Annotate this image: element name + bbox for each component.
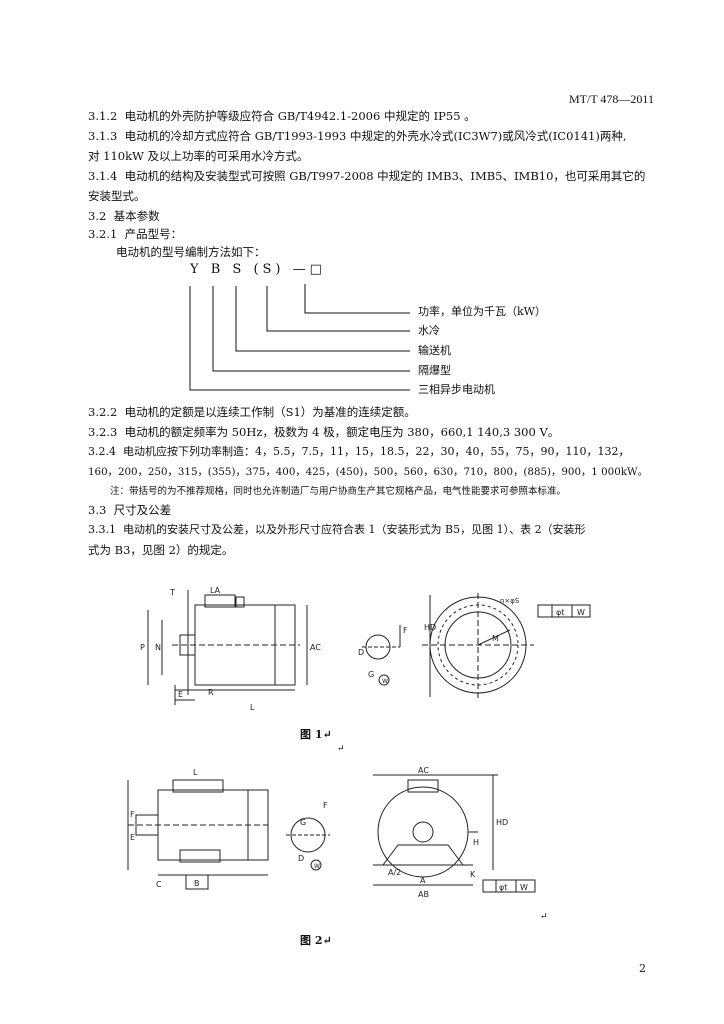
- clause-text: 基本参数: [113, 209, 160, 223]
- clause-text: 电动机的外壳防护等级应符合 GB/T4942.1-2006 中规定的 IP55 …: [124, 109, 476, 123]
- clause-number: 3.2.3: [88, 425, 118, 439]
- dim-D: D: [298, 854, 304, 863]
- clause-text: 尺寸及公差: [113, 503, 172, 517]
- label-conveyor: 输送机: [418, 344, 451, 357]
- figure-1-return-mark: ↵: [337, 744, 345, 754]
- dim-AC: AC: [310, 643, 321, 652]
- dim-E: E: [130, 833, 135, 842]
- figure-1-caption: 图 1↵: [300, 728, 332, 741]
- para-3-3-1-cont: 式为 B3，见图 2）的规定。: [88, 543, 234, 557]
- clause-number: 3.1.4: [88, 169, 118, 183]
- label-async-motor: 三相异步电动机: [418, 383, 495, 396]
- para-3-1-4: 3.1.4 电动机的结构及安装型式可按照 GB/T997-2008 中规定的 I…: [88, 166, 645, 186]
- dim-G: G: [300, 818, 306, 827]
- dim-F: F: [403, 626, 408, 635]
- label-power: 功率，单位为千瓦（kW）: [418, 305, 546, 318]
- document-number: MT/T 478—2011: [568, 92, 654, 106]
- section-3-2: 3.2 基本参数: [88, 206, 160, 226]
- dim-G: G: [368, 670, 374, 679]
- clause-text: 电动机的结构及安装型式可按照 GB/T997-2008 中规定的 IMB3、IM…: [124, 169, 646, 183]
- dim-A: A: [420, 876, 426, 885]
- clause-text: 电动机的冷却方式应符合 GB/T1993-1993 中规定的外壳水冷式(IC3W…: [124, 129, 627, 143]
- dim-C: C: [156, 880, 162, 889]
- para-3-1-2: 3.1.2 电动机的外壳防护等级应符合 GB/T4942.1-2006 中规定的…: [88, 106, 476, 126]
- dim-HD: HD: [496, 818, 508, 827]
- model-code-leader-lines: [189, 284, 410, 391]
- dim-A-half: A/2: [388, 868, 401, 877]
- para-3-2-4: 3.2.4 电动机应按下列功率制造：4，5.5，7.5，11，15，18.5，2…: [88, 442, 629, 462]
- dim-T: T: [169, 588, 175, 597]
- para-3-1-3-cont: 对 110kW 及以上功率的可采用水冷方式。: [88, 149, 309, 163]
- para-3-2-4-cont: 160，200，250，315，(355)，375，400，425，(450)，…: [88, 466, 648, 478]
- dim-M: M: [492, 634, 499, 643]
- dim-P: P: [140, 643, 145, 652]
- dim-L: L: [250, 703, 255, 712]
- clause-text: 电动机的定额是以连续工作制（S1）为基准的连续定额。: [124, 405, 416, 419]
- figure-1-drawing: T LA P N AC E R L D F G W HD M n×φS φt W: [140, 586, 591, 712]
- motor-frame-front: [377, 786, 469, 878]
- para-3-3-1: 3.3.1 电动机的安装尺寸及公差，以及外形尺寸应符合表 1（安装形式为 B5，…: [88, 520, 586, 540]
- dim-R: R: [208, 688, 214, 697]
- clause-number: 3.3: [88, 503, 107, 517]
- dim-F: F: [130, 810, 135, 819]
- clause-number: 3.2.1: [88, 227, 118, 241]
- clause-number: 3.2: [88, 209, 107, 223]
- dim-LA: LA: [210, 586, 221, 595]
- clause-number: 3.1.2: [88, 109, 118, 123]
- label-flameproof: 隔爆型: [418, 364, 451, 377]
- note: 注：带括号的为不推荐规格，同时也允许制造厂与用户协商生产其它规格产品，电气性能要…: [110, 486, 567, 497]
- datum-W: W: [382, 678, 388, 685]
- datum-W: W: [314, 863, 320, 870]
- dim-AC: AC: [418, 766, 429, 775]
- dim-D: D: [358, 648, 364, 657]
- para-3-2-3: 3.2.3 电动机的额定频率为 50Hz，极数为 4 极，额定电压为 380，6…: [88, 422, 559, 442]
- label-water-cooled: 水冷: [418, 324, 440, 337]
- model-code: Y B S (S) —□: [190, 262, 326, 277]
- figure-2-drawing: L F C B E D F G W AC HD H A/2 A AB K φt …: [127, 766, 536, 899]
- tolerance-datum: W: [520, 883, 528, 892]
- clause-number: 3.2.4: [88, 445, 116, 458]
- dim-HD: HD: [424, 623, 436, 632]
- para-3-2-1: 3.2.1 产品型号：: [88, 224, 182, 244]
- dim-AB: AB: [418, 890, 429, 899]
- para-3-1-4-cont: 安装型式。: [88, 189, 146, 203]
- tolerance-phi: φt: [556, 608, 564, 617]
- dim-N: N: [155, 643, 161, 652]
- para-3-1-3: 3.1.3 电动机的冷却方式应符合 GB/T1993-1993 中规定的外壳水冷…: [88, 126, 627, 146]
- dim-L: L: [193, 768, 198, 777]
- clause-text: 电动机的额定频率为 50Hz，极数为 4 极，额定电压为 380，660,1 1…: [124, 425, 560, 439]
- clause-text: 电动机应按下列功率制造：4，5.5，7.5，11，15，18.5，22，30，4…: [123, 445, 630, 458]
- hole-spec: n×φS: [500, 597, 520, 605]
- dim-B: B: [194, 879, 200, 888]
- section-3-3: 3.3 尺寸及公差: [88, 500, 171, 520]
- clause-text: 产品型号：: [124, 227, 183, 241]
- figure-2-caption: 图 2↵: [300, 934, 332, 947]
- clause-number: 3.1.3: [88, 129, 118, 143]
- dim-K: K: [470, 870, 476, 879]
- para-3-2-2: 3.2.2 电动机的定额是以连续工作制（S1）为基准的连续定额。: [88, 402, 416, 422]
- figure-2-return-mark: ↵: [540, 912, 548, 922]
- clause-text: 电动机的安装尺寸及公差，以及外形尺寸应符合表 1（安装形式为 B5，见图 1）、…: [123, 523, 586, 536]
- dim-F-shaft: F: [323, 801, 328, 810]
- tolerance-phi: φt: [499, 883, 507, 892]
- clause-number: 3.3.1: [88, 523, 116, 536]
- model-intro: 电动机的型号编制方法如下：: [116, 245, 266, 259]
- dim-E: E: [178, 690, 183, 699]
- tolerance-datum: W: [577, 608, 585, 617]
- page-number: 2: [639, 962, 646, 975]
- clause-number: 3.2.2: [88, 405, 118, 419]
- dim-H: H: [473, 838, 479, 847]
